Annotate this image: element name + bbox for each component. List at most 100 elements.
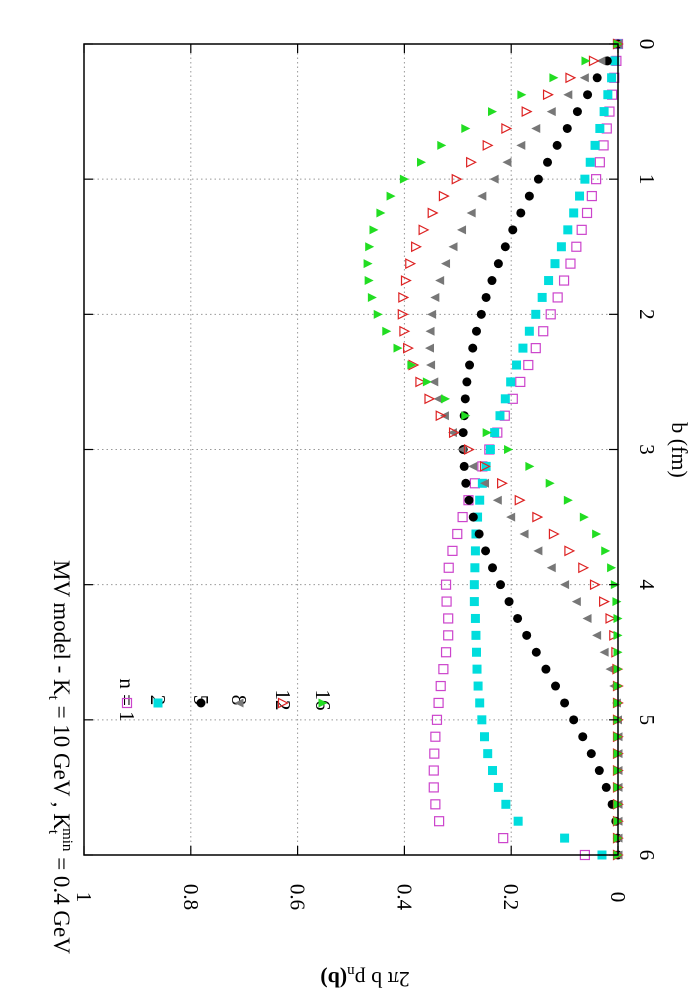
data-point-s2-11 [508, 225, 518, 235]
title-suffix: = 0.4 GeV [49, 851, 74, 954]
data-point-s3-11 [457, 225, 467, 235]
data-point-s1-8 [580, 174, 590, 184]
data-point-s1-23 [490, 428, 500, 438]
data-point-s2-30 [481, 546, 491, 556]
data-point-s3-3 [563, 90, 573, 100]
x-axis-label: b (fm) [667, 422, 692, 478]
data-point-s5-30 [601, 546, 611, 556]
data-point-s2-41 [578, 732, 588, 742]
data-point-s5-22 [461, 411, 471, 421]
data-point-s1-45 [501, 799, 511, 809]
data-point-s0-14 [558, 275, 570, 286]
data-point-s4-31 [578, 562, 590, 574]
legend-layer: n = 12581216 [115, 678, 335, 721]
data-point-s5-29 [592, 529, 602, 539]
data-point-s5-13 [363, 259, 373, 269]
data-point-s0-33 [441, 596, 452, 607]
data-point-s2-23 [458, 428, 468, 438]
data-point-s5-1 [581, 56, 591, 66]
data-point-s3-4 [546, 107, 556, 117]
series-2 [458, 39, 623, 860]
data-point-s3-17 [425, 326, 435, 336]
data-point-s1-35 [471, 630, 481, 640]
data-point-s3-19 [426, 360, 436, 370]
data-point-s4-18 [403, 342, 414, 354]
y-tick-label-0: 0 [606, 892, 630, 903]
data-point-s2-33 [504, 597, 514, 607]
x-tick-label-3: 3 [635, 444, 659, 455]
data-point-s4-34 [605, 612, 617, 624]
data-point-s4-17 [399, 325, 411, 337]
data-point-s2-31 [488, 563, 498, 573]
data-point-s3-30 [533, 546, 543, 556]
data-point-s2-16 [476, 309, 486, 319]
data-point-s3-27 [492, 495, 502, 505]
legend-marker-3 [234, 698, 244, 708]
data-point-s5-9 [386, 191, 396, 201]
data-point-s4-15 [398, 291, 410, 303]
data-point-s2-15 [481, 292, 491, 302]
data-point-s3-37 [605, 664, 615, 674]
title-sub1: t [45, 696, 61, 701]
data-point-s3-26 [480, 478, 489, 488]
data-point-s2-32 [496, 580, 506, 590]
data-point-s5-14 [364, 276, 374, 286]
data-point-s1-4 [599, 107, 609, 117]
data-point-s1-3 [603, 90, 613, 100]
y-tick-label-5: 1 [72, 892, 96, 903]
data-point-s2-40 [569, 715, 579, 725]
data-point-s2-36 [531, 647, 541, 657]
data-point-s3-15 [430, 292, 440, 302]
data-point-s5-16 [373, 309, 383, 319]
data-point-s4-9 [438, 190, 450, 202]
data-point-s0-31 [443, 562, 454, 573]
data-point-s5-4 [488, 107, 498, 117]
data-point-s5-3 [517, 90, 527, 100]
data-point-s4-22 [435, 410, 447, 422]
legend-label-3: 8 [227, 695, 251, 706]
data-point-s2-38 [551, 681, 561, 691]
data-point-s1-33 [469, 597, 479, 607]
data-point-s4-23 [448, 427, 460, 439]
data-point-s3-1 [596, 56, 606, 66]
data-point-s3-13 [441, 259, 451, 269]
data-point-s3-32 [560, 580, 570, 590]
data-point-s0-32 [440, 579, 452, 590]
data-point-s4-30 [564, 545, 576, 557]
data-point-s5-15 [367, 292, 377, 302]
data-point-s0-6 [598, 140, 609, 151]
y-label-tail: (b) [320, 967, 347, 992]
title-prefix: MV model - K [49, 560, 74, 696]
data-point-s0-11 [576, 224, 587, 235]
data-point-s0-46 [434, 816, 445, 827]
data-point-s4-11 [418, 224, 430, 236]
data-point-s4-24 [463, 444, 475, 455]
data-point-s2-29 [474, 529, 484, 539]
data-point-s2-19 [465, 360, 475, 370]
data-point-s4-3 [542, 89, 554, 101]
data-point-s2-42 [586, 749, 596, 759]
data-point-s3-35 [592, 630, 602, 640]
data-point-s4-29 [548, 528, 560, 540]
data-point-s0-44 [428, 782, 439, 793]
data-point-s5-7 [416, 157, 426, 167]
data-point-s3-20 [429, 377, 439, 387]
data-point-s2-27 [464, 495, 474, 505]
data-point-s0-39 [433, 697, 444, 709]
data-point-s1-5 [595, 123, 605, 133]
data-point-s3-5 [531, 123, 541, 133]
data-point-s3-7 [502, 157, 512, 167]
data-point-s2-35 [522, 630, 532, 640]
data-point-s1-15 [537, 292, 547, 302]
data-point-s5-24 [504, 445, 514, 454]
x-tick-label-4: 4 [635, 579, 659, 590]
data-point-s0-38 [435, 680, 446, 692]
title-sub2: t [45, 830, 61, 835]
data-point-s5-23 [482, 428, 492, 438]
data-point-s3-29 [519, 529, 529, 539]
y-label-main: 2π b p [355, 967, 410, 992]
data-point-s0-45 [430, 799, 441, 810]
y-label-sub: n [347, 963, 355, 979]
data-point-s1-24 [485, 445, 495, 454]
